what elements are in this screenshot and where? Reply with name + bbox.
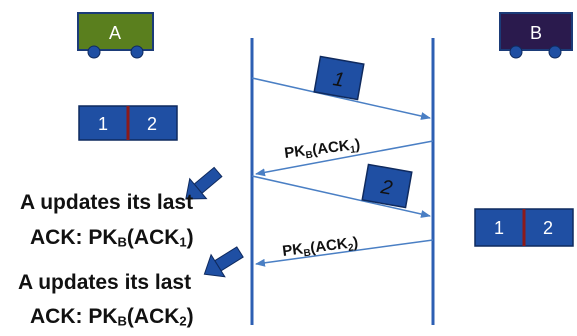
note-1-line-2: ACK: PKB(ACK1) [30, 226, 194, 250]
packet-2: 2 [361, 163, 413, 209]
node-a-truck: A [77, 12, 154, 59]
node-b-truck: B [499, 12, 573, 59]
packet-1: 1 [313, 55, 365, 101]
message-arrow-ack-2 [255, 239, 434, 267]
packet-2-label: 2 [378, 176, 394, 200]
node-a-label: A [109, 23, 121, 43]
update-arrow-1 [185, 166, 223, 200]
ack-label-1: PKB(ACK1) [283, 136, 361, 164]
buffer-a-slot-2: 2 [147, 114, 157, 134]
ack-label-2: PKB(ACK2) [281, 234, 359, 262]
note-1-line-1: A updates its last [20, 191, 194, 214]
message-arrow-ack-1 [255, 140, 434, 177]
note-2-line-1: A updates its last [18, 271, 192, 294]
packet-1-label: 1 [331, 68, 346, 92]
buffer-a-slot-1: 1 [98, 114, 108, 134]
buffer-b-slot-2: 2 [543, 218, 553, 238]
note-2-line-2: ACK: PKB(ACK2) [30, 305, 194, 329]
message-arrow-packet-1 [251, 77, 431, 120]
buffer-b: 1 2 [474, 208, 574, 247]
buffer-b-slot-1: 1 [494, 218, 504, 238]
message-arrow-packet-2 [251, 175, 431, 218]
update-arrow-2 [203, 246, 244, 278]
buffer-a: 1 2 [78, 105, 178, 141]
node-b-label: B [530, 23, 542, 43]
